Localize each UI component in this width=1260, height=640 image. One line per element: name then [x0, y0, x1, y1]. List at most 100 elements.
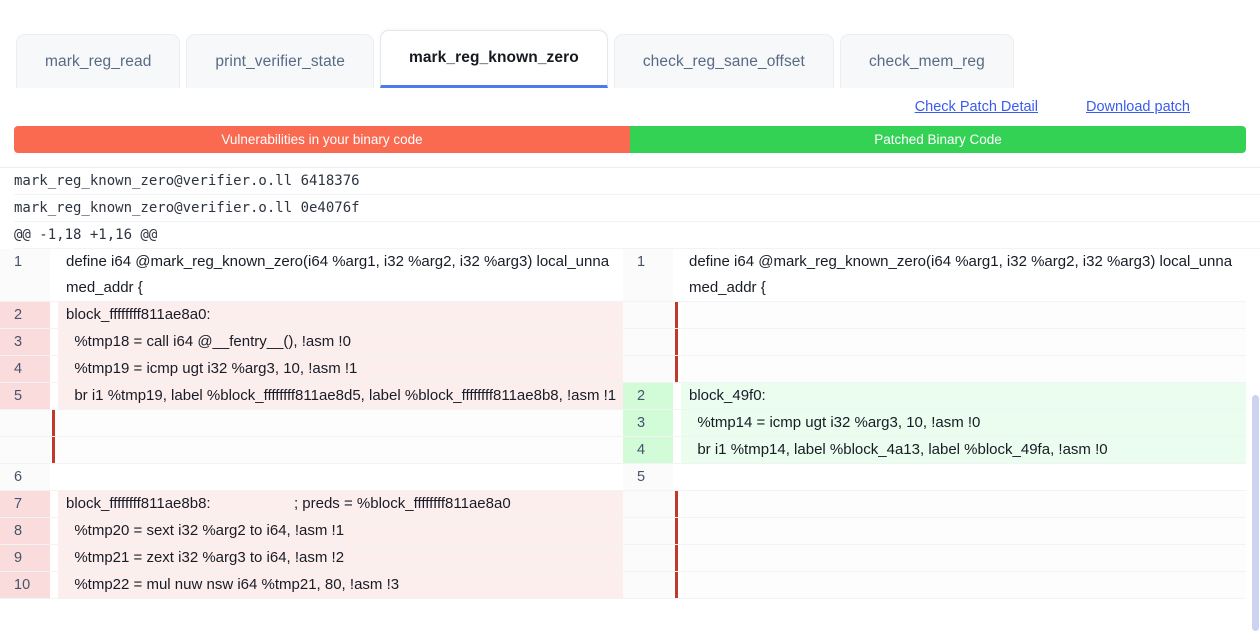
deleted-line-marker	[50, 437, 58, 463]
code-text: %tmp19 = icmp ugt i32 %arg3, 10, !asm !1	[58, 356, 623, 382]
line-marker	[50, 491, 58, 517]
line-marker	[50, 249, 58, 301]
line-marker	[50, 383, 58, 409]
diff-row: 2 block_ffffffff811ae8a0:	[0, 302, 1246, 329]
diff-scrollbar[interactable]	[1251, 168, 1260, 640]
line-number: 9	[0, 545, 50, 571]
code-text	[58, 410, 623, 436]
diff-meta-line: mark_reg_known_zero@verifier.o.ll 641837…	[14, 168, 1260, 195]
line-number: 3	[0, 329, 50, 355]
code-text	[681, 518, 1246, 544]
tab-mark_reg_known_zero[interactable]: mark_reg_known_zero	[379, 30, 608, 88]
line-number	[0, 437, 50, 463]
line-number: 7	[0, 491, 50, 517]
line-marker	[50, 356, 58, 382]
line-marker	[673, 249, 681, 301]
diff-left-cell: 7 block_ffffffff811ae8b8: ; preds = %bloc…	[0, 491, 623, 517]
deleted-line-marker	[50, 410, 58, 436]
line-number	[623, 491, 673, 517]
line-marker	[673, 383, 681, 409]
code-text: block_49f0:	[681, 383, 1246, 409]
line-number: 1	[623, 249, 673, 301]
diff-right-cell	[623, 491, 1246, 517]
diff-right-cell	[623, 302, 1246, 328]
diff-left-cell	[0, 410, 623, 436]
line-marker	[50, 329, 58, 355]
code-text: br i1 %tmp19, label %block_ffffffff811ae…	[58, 383, 623, 409]
diff-row: 9 %tmp21 = zext i32 %arg3 to i64, !asm !…	[0, 545, 1246, 572]
diff-left-cell	[0, 437, 623, 463]
code-text	[681, 302, 1246, 328]
tab-check_mem_reg[interactable]: check_mem_reg	[839, 34, 1014, 88]
tab-print_verifier_state[interactable]: print_verifier_state	[186, 34, 374, 88]
action-links: Check Patch Detail Download patch	[0, 88, 1260, 126]
code-text: %tmp18 = call i64 @__fentry__(), !asm !0	[58, 329, 623, 355]
tab-check_reg_sane_offset[interactable]: check_reg_sane_offset	[613, 34, 834, 88]
diff-viewer[interactable]: mark_reg_known_zero@verifier.o.ll 641837…	[0, 167, 1260, 640]
deleted-line-marker	[673, 329, 681, 355]
diff-left-cell: 6	[0, 464, 623, 490]
diff-meta-line: mark_reg_known_zero@verifier.o.ll 0e4076…	[14, 195, 1260, 222]
code-text: block_ffffffff811ae8b8: ; preds = %block…	[58, 491, 623, 517]
check-patch-detail-link[interactable]: Check Patch Detail	[914, 99, 1038, 115]
line-number: 5	[0, 383, 50, 409]
line-number: 3	[623, 410, 673, 436]
line-marker	[50, 464, 58, 490]
line-number	[623, 356, 673, 382]
line-marker	[50, 302, 58, 328]
diff-left-cell: 3 %tmp18 = call i64 @__fentry__(), !asm …	[0, 329, 623, 355]
line-number: 2	[0, 302, 50, 328]
diff-row: 4 br i1 %tmp14, label %block_4a13, label…	[0, 437, 1246, 464]
deleted-line-marker	[673, 356, 681, 382]
deleted-line-marker	[673, 302, 681, 328]
diff-left-cell: 2 block_ffffffff811ae8a0:	[0, 302, 623, 328]
line-number	[623, 545, 673, 571]
line-number: 6	[0, 464, 50, 490]
line-marker	[50, 572, 58, 598]
deleted-line-marker	[673, 572, 681, 598]
diff-meta-line: @@ -1,18 +1,16 @@	[14, 222, 1260, 249]
banner-patched-label: Patched Binary Code	[630, 126, 1246, 153]
diff-left-cell: 10 %tmp22 = mul nuw nsw i64 %tmp21, 80, …	[0, 572, 623, 598]
diff-row: 4 %tmp19 = icmp ugt i32 %arg3, 10, !asm …	[0, 356, 1246, 383]
code-text	[681, 464, 1246, 490]
line-number	[623, 572, 673, 598]
diff-left-cell: 8 %tmp20 = sext i32 %arg2 to i64, !asm !…	[0, 518, 623, 544]
deleted-line-marker	[673, 491, 681, 517]
line-number	[0, 410, 50, 436]
diff-left-cell: 9 %tmp21 = zext i32 %arg3 to i64, !asm !…	[0, 545, 623, 571]
download-patch-link[interactable]: Download patch	[1086, 99, 1190, 115]
diff-meta-header: mark_reg_known_zero@verifier.o.ll 641837…	[0, 168, 1260, 249]
code-text	[58, 464, 623, 490]
diff-row: 3 %tmp18 = call i64 @__fentry__(), !asm …	[0, 329, 1246, 356]
code-text: define i64 @mark_reg_known_zero(i64 %arg…	[681, 249, 1246, 301]
diff-scrollbar-thumb[interactable]	[1252, 394, 1259, 631]
diff-row: 5 br i1 %tmp19, label %block_ffffffff811…	[0, 383, 1246, 410]
line-number	[623, 302, 673, 328]
code-text: %tmp20 = sext i32 %arg2 to i64, !asm !1	[58, 518, 623, 544]
diff-row: 10 %tmp22 = mul nuw nsw i64 %tmp21, 80, …	[0, 572, 1246, 599]
code-text	[681, 491, 1246, 517]
code-text	[681, 356, 1246, 382]
tab-mark_reg_read[interactable]: mark_reg_read	[16, 34, 181, 88]
diff-right-cell	[623, 572, 1246, 598]
diff-row: 3 %tmp14 = icmp ugt i32 %arg3, 10, !asm …	[0, 410, 1246, 437]
diff-left-cell: 5 br i1 %tmp19, label %block_ffffffff811…	[0, 383, 623, 409]
line-number: 4	[623, 437, 673, 463]
diff-row: 7 block_ffffffff811ae8b8: ; preds = %bloc…	[0, 491, 1246, 518]
line-number: 5	[623, 464, 673, 490]
diff-right-cell	[623, 518, 1246, 544]
diff-right-cell: 4 br i1 %tmp14, label %block_4a13, label…	[623, 437, 1246, 463]
line-marker	[673, 464, 681, 490]
code-text: %tmp14 = icmp ugt i32 %arg3, 10, !asm !0	[681, 410, 1246, 436]
code-text	[681, 572, 1246, 598]
line-marker	[50, 518, 58, 544]
code-text: block_ffffffff811ae8a0:	[58, 302, 623, 328]
line-marker	[673, 410, 681, 436]
